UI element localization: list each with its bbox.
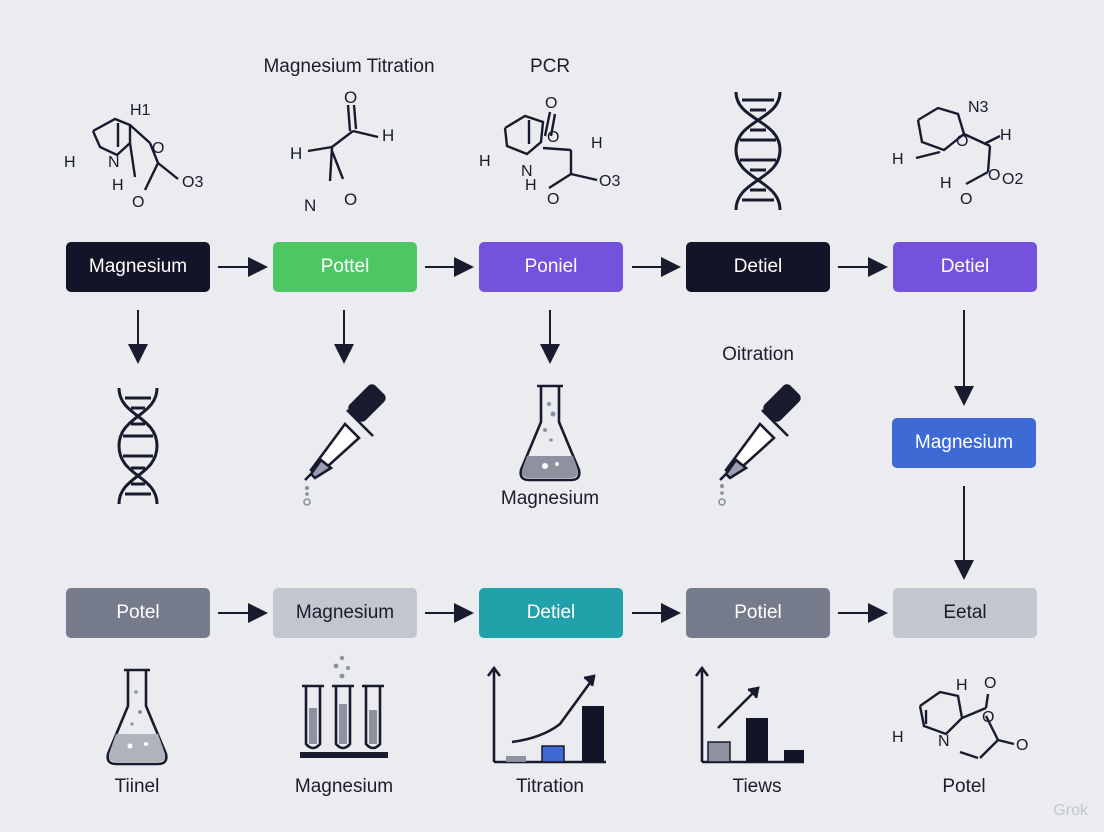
step-label: Magnesium — [295, 602, 395, 623]
atom-label: O2 — [1002, 171, 1023, 188]
flask-icon-bottom — [106, 668, 168, 766]
atom-label: O3 — [182, 174, 203, 191]
atom-label: N — [304, 196, 316, 215]
bar-chart-icon-1 — [486, 665, 606, 764]
bar-chart-icon-2 — [694, 665, 804, 764]
atom-label: O — [152, 140, 164, 157]
step-box-poniel: Poniel — [479, 242, 623, 292]
atom-label: H — [479, 153, 491, 170]
watermark: Grok — [1053, 802, 1088, 819]
mid-label-magnesium: Magnesium — [500, 488, 600, 509]
step-label: Detiel — [733, 256, 783, 277]
bottom-label-titration: Titration — [516, 776, 584, 797]
bottom-label-tiinel: Tiinel — [114, 776, 160, 797]
atom-label: O — [547, 129, 559, 146]
atom-label: N — [938, 733, 950, 750]
step-label: Magnesium — [914, 432, 1014, 453]
step-label: Pottel — [320, 256, 370, 277]
atom-label: H — [591, 135, 603, 152]
step-box-potel: Potel — [66, 588, 210, 638]
step-label: Potel — [116, 602, 160, 623]
flask-icon-mid — [519, 384, 581, 482]
step-label: Detiel — [526, 602, 576, 623]
step-box-potiel: Potiel — [686, 588, 830, 638]
molecule-icon-3: O O H H N H O3 O — [479, 95, 620, 208]
atom-label: N — [108, 154, 120, 171]
step-label: Detiel — [940, 256, 990, 277]
top-label-magnesium-titration: Magnesium Titration — [263, 56, 435, 77]
bottom-label-tiews: Tiews — [732, 776, 782, 797]
step-box-magnesium-light: Magnesium — [273, 588, 417, 638]
dna-icon-mid — [117, 387, 159, 505]
atom-label: H — [64, 154, 76, 171]
step-label: Eetal — [943, 602, 987, 623]
top-label-pcr: PCR — [529, 56, 571, 77]
atom-label: O — [1016, 737, 1028, 754]
molecule-icon-2: O H H N O — [290, 88, 394, 215]
step-box-detiel: Detiel — [686, 242, 830, 292]
atom-label: O — [960, 191, 972, 208]
atom-label: O — [988, 167, 1000, 184]
bottom-label-potel: Potel — [942, 776, 986, 797]
atom-label: O — [984, 675, 996, 692]
step-box-magnesium: Magnesium — [66, 242, 210, 292]
pipette-icon-2 — [718, 384, 801, 506]
step-label: Magnesium — [88, 256, 188, 277]
atom-label: O — [132, 194, 144, 211]
molecule-icon-1: H1 O N H H O O3 — [64, 102, 203, 211]
atom-label: H — [290, 144, 302, 163]
atom-label: H — [892, 151, 904, 168]
atom-label: O3 — [599, 173, 620, 190]
atom-label: O — [982, 709, 994, 726]
atom-label: H — [892, 729, 904, 746]
test-tubes-icon — [300, 655, 388, 758]
atom-label: O — [545, 95, 557, 112]
step-box-detiel-teal: Detiel — [479, 588, 623, 638]
atom-label: H — [956, 677, 968, 694]
step-label: Poniel — [524, 256, 578, 277]
step-box-magnesium-side: Magnesium — [892, 418, 1036, 468]
atom-label: H1 — [130, 102, 151, 119]
step-box-eetal: Eetal — [893, 588, 1037, 638]
atom-label: H — [1000, 127, 1012, 144]
atom-label: H — [940, 175, 952, 192]
bottom-label-magnesium: Magnesium — [294, 776, 394, 797]
step-box-detiel-2: Detiel — [893, 242, 1037, 292]
atom-label: O — [956, 133, 968, 150]
mid-label-oitration: Oitration — [722, 344, 794, 365]
molecule-icon-6: H O H N O O — [892, 675, 1028, 760]
atom-label: H — [112, 177, 124, 194]
atom-label: N — [521, 163, 533, 180]
step-box-pottel: Pottel — [273, 242, 417, 292]
molecule-icon-5: N3 O H H H O O2 O — [892, 99, 1023, 208]
dna-icon-top — [734, 91, 782, 211]
atom-label: H — [382, 126, 394, 145]
step-label: Potiel — [734, 602, 782, 623]
atom-label: O — [344, 190, 357, 209]
atom-label: N3 — [968, 99, 989, 116]
pipette-icon-1 — [303, 384, 386, 506]
atom-label: O — [547, 191, 559, 208]
atom-label: H — [525, 177, 537, 194]
atom-label: O — [344, 88, 357, 107]
